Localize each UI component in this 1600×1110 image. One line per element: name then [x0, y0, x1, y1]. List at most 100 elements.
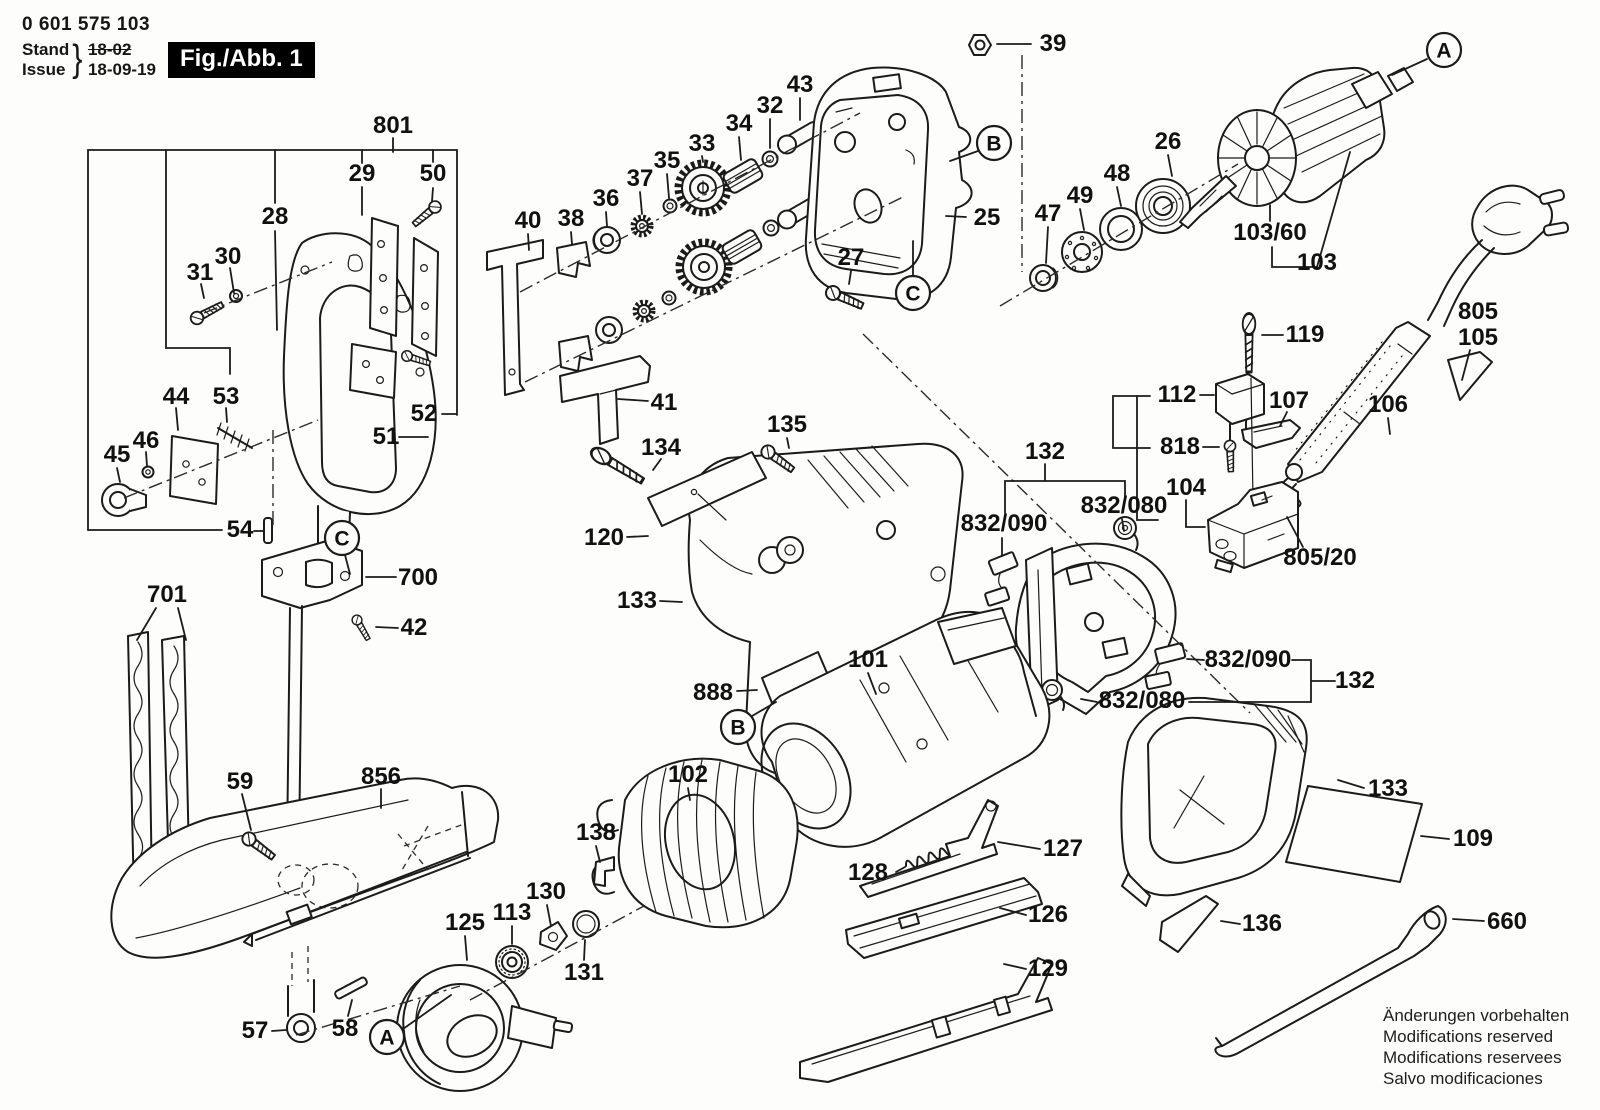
leader-line: [347, 999, 353, 1017]
part-132-brush-plate: [1003, 542, 1177, 727]
leader-line: [1185, 499, 1206, 528]
part-138-clip: [593, 856, 615, 887]
part-33b-gear: [675, 238, 733, 296]
old-date: 18-02: [87, 39, 132, 59]
part-label-130: 130: [526, 878, 566, 905]
part-label-25: 25: [974, 204, 1001, 231]
group-bracket-line: [87, 149, 458, 531]
part-127-lever-bracket: [859, 799, 999, 898]
part-41-guide-bracket: [559, 355, 651, 445]
part-label-32: 32: [757, 92, 784, 119]
part-832-090-brush-left: [984, 551, 1019, 607]
part-33-gear: [674, 159, 732, 217]
part-label-131: 131: [564, 959, 604, 986]
part-label-133: 133: [1368, 775, 1408, 802]
part-label-36: 36: [593, 185, 620, 212]
part-label-102: 102: [668, 761, 708, 788]
part-129-cover-tray: [799, 957, 1053, 1083]
part-label-805: 805: [1458, 298, 1498, 325]
title-block: 0 601 575 103 Stand Issue } 18-02 18-09-…: [22, 14, 156, 81]
part-label-109: 109: [1453, 825, 1493, 852]
part-35b-washer: [661, 290, 677, 306]
part-39-nut: [968, 34, 992, 56]
leader-line: [786, 437, 790, 449]
leader-line: [1461, 349, 1471, 381]
leader-line: [402, 994, 452, 1030]
part-label-132: 132: [1025, 438, 1065, 465]
view-circle-A: [368, 1018, 406, 1056]
part-label-138: 138: [576, 819, 616, 846]
part-label-37: 37: [627, 165, 654, 192]
view-letter-B: B: [986, 133, 1001, 156]
leader-line: [175, 407, 179, 431]
part-label-856: 856: [361, 763, 401, 790]
leader-line: [274, 230, 278, 331]
part-label-27: 27: [838, 244, 865, 271]
axis-centerline: [123, 419, 319, 499]
leader-line: [1420, 835, 1450, 840]
part-label-47: 47: [1035, 200, 1062, 227]
part-40-guide-bracket: [486, 239, 544, 396]
leader-line: [848, 270, 852, 285]
part-label-43: 43: [787, 71, 814, 98]
axis-centerline: [203, 261, 333, 314]
leader-line: [136, 607, 157, 641]
leader-line: [617, 398, 649, 402]
part-label-818: 818: [1160, 433, 1200, 460]
part-label-48: 48: [1104, 160, 1131, 187]
part-49-perforated-disc: [1061, 231, 1103, 273]
part-label-805-20: 805/20: [1283, 544, 1356, 571]
leader-line: [145, 451, 148, 467]
group-bracket-line: [1136, 395, 1159, 521]
brace-glyph: }: [72, 38, 83, 80]
leader-line: [605, 211, 608, 227]
part-51-insert-plate: [411, 237, 439, 357]
screw-119-axis: [1250, 377, 1254, 501]
note-line-en: Modifications reserved: [1383, 1027, 1554, 1046]
part-832-080-spring-top: [1113, 516, 1139, 551]
leader-line: [659, 600, 683, 603]
part-label-51: 51: [373, 423, 400, 450]
part-label-832-090: 832/090: [961, 510, 1048, 537]
part-label-103: 103: [1297, 249, 1337, 276]
leader-line: [1186, 658, 1205, 661]
part-label-28: 28: [262, 203, 289, 230]
leader-line: [241, 793, 252, 831]
part-label-59: 59: [227, 768, 254, 795]
leader-line: [1080, 698, 1098, 703]
part-47-roller: [1029, 264, 1059, 292]
part-37b-pinion: [632, 299, 656, 323]
part-label-50: 50: [420, 160, 447, 187]
part-26-bearing: [1135, 178, 1191, 234]
part-45-knob: [101, 483, 147, 517]
issue-date: 18-09-19: [87, 59, 156, 79]
view-circle-C: [894, 274, 932, 312]
view-circle-B: [975, 124, 1013, 162]
part-label-33: 33: [689, 130, 716, 157]
leader-line: [375, 626, 399, 629]
leader-line: [595, 845, 601, 863]
part-113-bearing: [495, 945, 529, 979]
part-109-label-plate: [1285, 785, 1423, 883]
leader-line: [527, 233, 530, 251]
part-label-46: 46: [133, 427, 160, 454]
part-104-switch: [1207, 481, 1299, 574]
part-label-120: 120: [584, 524, 624, 551]
leader-line: [1045, 226, 1049, 264]
part-label-135: 135: [767, 411, 807, 438]
part-120-label-plate: [647, 451, 767, 527]
part-label-52: 52: [411, 400, 438, 427]
part-label-101: 101: [848, 646, 888, 673]
part-label-31: 31: [187, 259, 214, 286]
leader-line: [751, 701, 777, 717]
part-label-44: 44: [163, 383, 190, 410]
leader-line: [229, 267, 235, 294]
leader-line: [1079, 208, 1085, 231]
part-label-660: 660: [1487, 908, 1527, 935]
part-label-136: 136: [1242, 910, 1282, 937]
leader-line: [583, 939, 586, 961]
part-label-888: 888: [693, 679, 733, 706]
part-number: 0 601 575 103: [22, 14, 151, 35]
leader-line: [1452, 918, 1485, 922]
